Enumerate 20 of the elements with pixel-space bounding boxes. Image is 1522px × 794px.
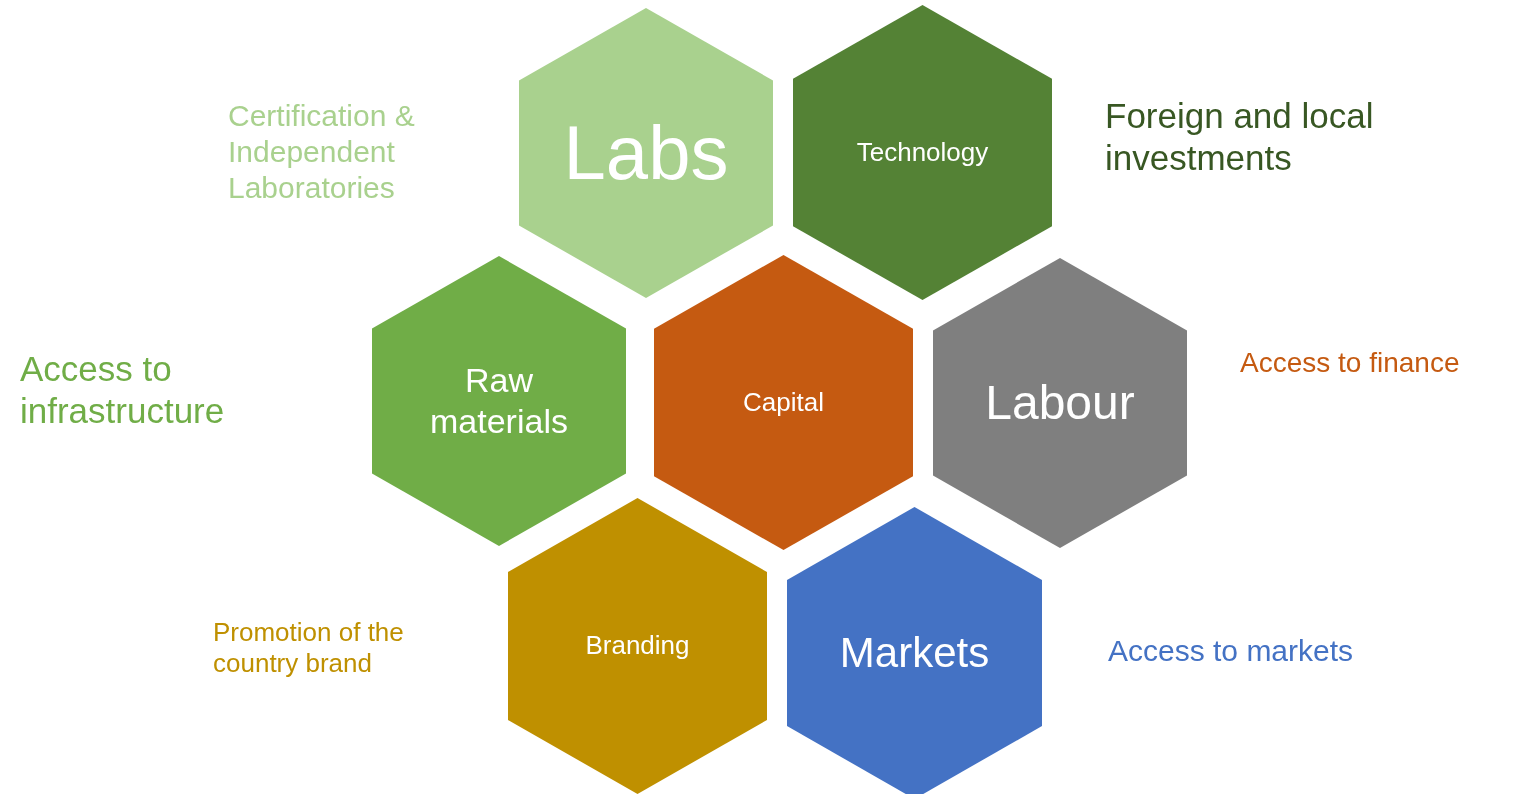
tile-label: Labs: [563, 109, 729, 198]
tile-label: Technology: [856, 136, 989, 169]
tile-label: Raw materials: [429, 360, 569, 442]
side-caption: Foreign and local investments: [1105, 95, 1375, 179]
tile-label: Capital: [743, 386, 824, 419]
hexagon-tile: [793, 5, 1052, 300]
hexagon-tile: [654, 255, 913, 550]
side-caption: Certification & Independent Laboratories: [228, 98, 416, 206]
tile-label: Labour: [985, 375, 1135, 432]
tile-label: Branding: [585, 630, 690, 662]
hexagon-tile: [787, 507, 1042, 794]
tile-label: Markets: [839, 627, 990, 678]
hexagon-tile: [508, 498, 767, 794]
side-caption: Access to markets: [1108, 633, 1355, 669]
side-caption: Access to infrastructure: [20, 348, 226, 432]
side-caption: Access to finance: [1240, 346, 1461, 380]
hexagon-tile: [933, 258, 1187, 548]
side-caption: Promotion of the country brand: [213, 617, 405, 680]
hexagon-tile: [372, 256, 626, 546]
hexagon-tile: [519, 8, 773, 298]
